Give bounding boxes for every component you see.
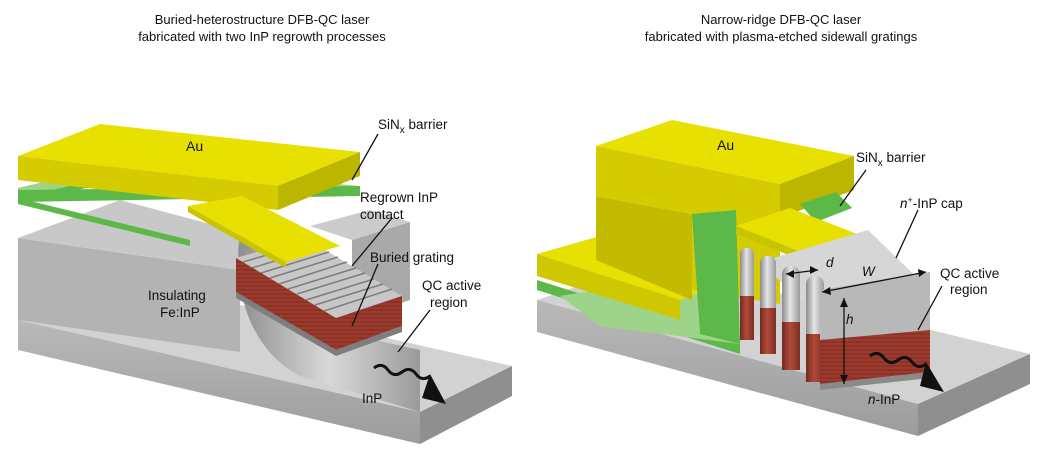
left-leader-lines [351,133,431,353]
left-sinx-front2 [18,198,190,246]
right-title-line2: fabricated with plasma-etched sidewall g… [645,29,918,44]
left-device: Au SiNx barrier Regrown InP contact Buri… [18,117,512,444]
left-emission-arrowhead [422,374,446,404]
right-label-ninp: n-InP [868,392,900,407]
left-au-strip-front [188,206,286,268]
left-insulating-front [18,238,240,352]
left-active-region-front [236,258,336,350]
left-label-sinx: SiNx barrier [378,117,448,136]
left-active-region-end [336,296,402,350]
right-green-wall-right [800,192,852,222]
left-insulating-right-top [310,210,410,240]
right-green-wall-left [692,210,740,344]
right-emission-arrowhead [920,362,944,392]
right-au-tall-top [596,120,854,184]
left-au-top [18,124,360,186]
left-label-au: Au [186,138,203,154]
right-label-h: h [846,312,854,327]
right-label-qc-2: region [950,282,988,297]
right-au-tall-side [780,156,854,218]
right-label-au: Au [717,137,734,153]
right-au-tall-left [596,196,692,300]
right-substrate-side [918,354,1030,436]
left-label-insulating-1: Insulating [148,288,206,303]
right-leader-lines [839,169,943,331]
left-title-line1: Buried-heterostructure DFB-QC laser [155,12,370,27]
right-title-line1: Narrow-ridge DFB-QC laser [701,12,862,27]
left-au-front [18,156,278,210]
left-au-strip-top [188,196,340,262]
right-label-cap: n+-InP cap [900,195,963,211]
right-emission-arrow [869,351,927,369]
right-substrate-front [537,300,918,436]
left-label-inp: InP [362,391,382,406]
right-label-qc-1: QC active [940,266,999,281]
left-substrate-front [18,320,420,444]
right-ridge-front-gray [820,272,930,340]
right-device: Au SiNx barrier n+-InP cap d W h QC acti… [537,120,1030,436]
right-ridge-front-active [820,330,930,384]
left-label-qc-2: region [430,295,468,310]
left-substrate-side [420,366,512,444]
left-label-qc-1: QC active [422,278,481,293]
right-label-sinx: SiNx barrier [856,150,926,169]
right-au-pad-front [537,254,680,320]
right-dimension-lines [785,266,927,384]
right-label-d: d [826,255,834,270]
right-ridge-front-base [820,372,930,390]
left-label-regrown-1: Regrown InP [360,190,438,205]
right-label-w: W [862,264,876,279]
left-label-buried-grating: Buried grating [370,250,454,265]
left-emission-arrow [373,363,431,381]
left-label-regrown-2: contact [360,207,404,222]
right-grating-posts [740,248,824,382]
left-au-side [278,152,360,210]
left-active-region-base [236,292,402,356]
left-label-insulating-2: Fe:InP [160,305,200,320]
left-title-line2: fabricated with two InP regrowth process… [138,29,386,44]
